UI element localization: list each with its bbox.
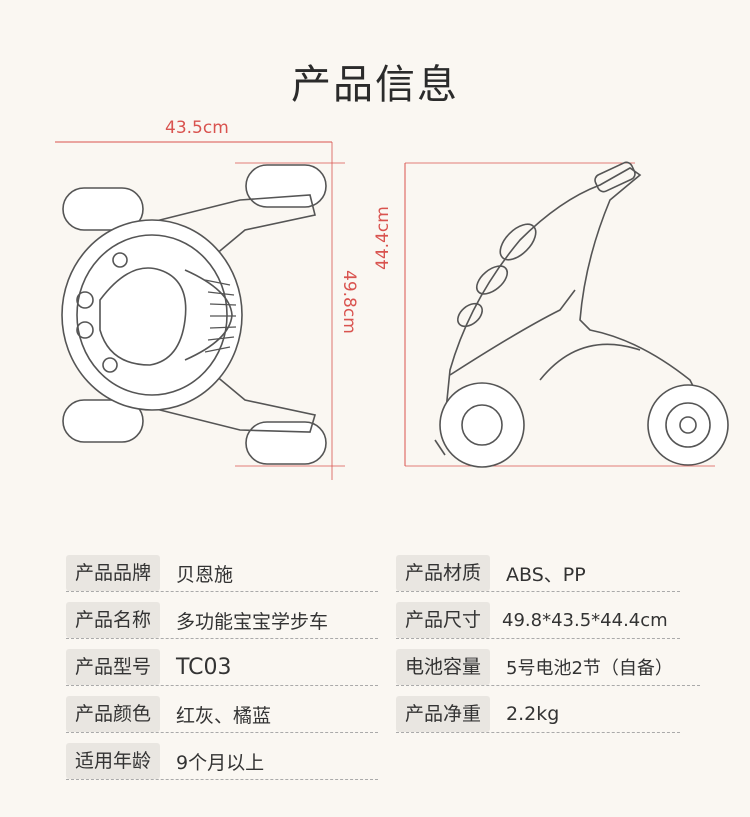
spec-row-model: 产品型号 TC03 <box>66 649 378 686</box>
height-label: 44.4cm <box>373 206 393 270</box>
spec-label: 产品颜色 <box>66 696 161 732</box>
spec-value: 5号电池2节（自备） <box>506 658 673 679</box>
spec-value: 2.2kg <box>506 703 560 725</box>
spec-value: ABS、PP <box>506 563 586 586</box>
walker-top-view-illustration <box>61 164 327 465</box>
height-dimension: 44.4cm <box>373 162 715 467</box>
spec-label: 产品名称 <box>66 602 161 638</box>
page-title: 产品信息 <box>291 62 459 108</box>
spec-value: 多功能宝宝学步车 <box>176 610 329 633</box>
spec-row-size: 产品尺寸 49.8*43.5*44.4cm <box>396 602 680 639</box>
depth-dimension: 49.8cm <box>235 162 359 467</box>
spec-label: 产品净重 <box>396 696 491 732</box>
spec-row-age: 适用年龄 9个月以上 <box>66 743 378 780</box>
spec-label: 电池容量 <box>396 649 491 685</box>
spec-label: 适用年龄 <box>66 743 161 779</box>
spec-value: 红灰、橘蓝 <box>176 704 272 727</box>
walker-side-view-illustration <box>434 161 729 468</box>
spec-row-material: 产品材质 ABS、PP <box>396 555 680 592</box>
width-label: 43.5cm <box>165 118 229 138</box>
spec-value: 贝恩施 <box>176 563 234 586</box>
spec-label: 产品品牌 <box>66 555 161 591</box>
spec-row-color: 产品颜色 红灰、橘蓝 <box>66 696 378 733</box>
spec-value: TC03 <box>176 654 232 680</box>
spec-row-name: 产品名称 多功能宝宝学步车 <box>66 602 378 639</box>
spec-value: 9个月以上 <box>176 751 265 774</box>
spec-label: 产品型号 <box>66 649 161 685</box>
spec-row-battery: 电池容量 5号电池2节（自备） <box>396 649 700 686</box>
width-dimension: 43.5cm <box>55 118 333 480</box>
spec-row-weight: 产品净重 2.2kg <box>396 696 680 733</box>
spec-row-brand: 产品品牌 贝恩施 <box>66 555 378 592</box>
spec-label: 产品材质 <box>396 555 491 591</box>
spec-value: 49.8*43.5*44.4cm <box>502 609 668 631</box>
spec-label: 产品尺寸 <box>396 602 491 638</box>
product-dimension-drawing: 43.5cm 49.8cm 44.4cm <box>55 118 729 480</box>
depth-label: 49.8cm <box>339 270 359 334</box>
